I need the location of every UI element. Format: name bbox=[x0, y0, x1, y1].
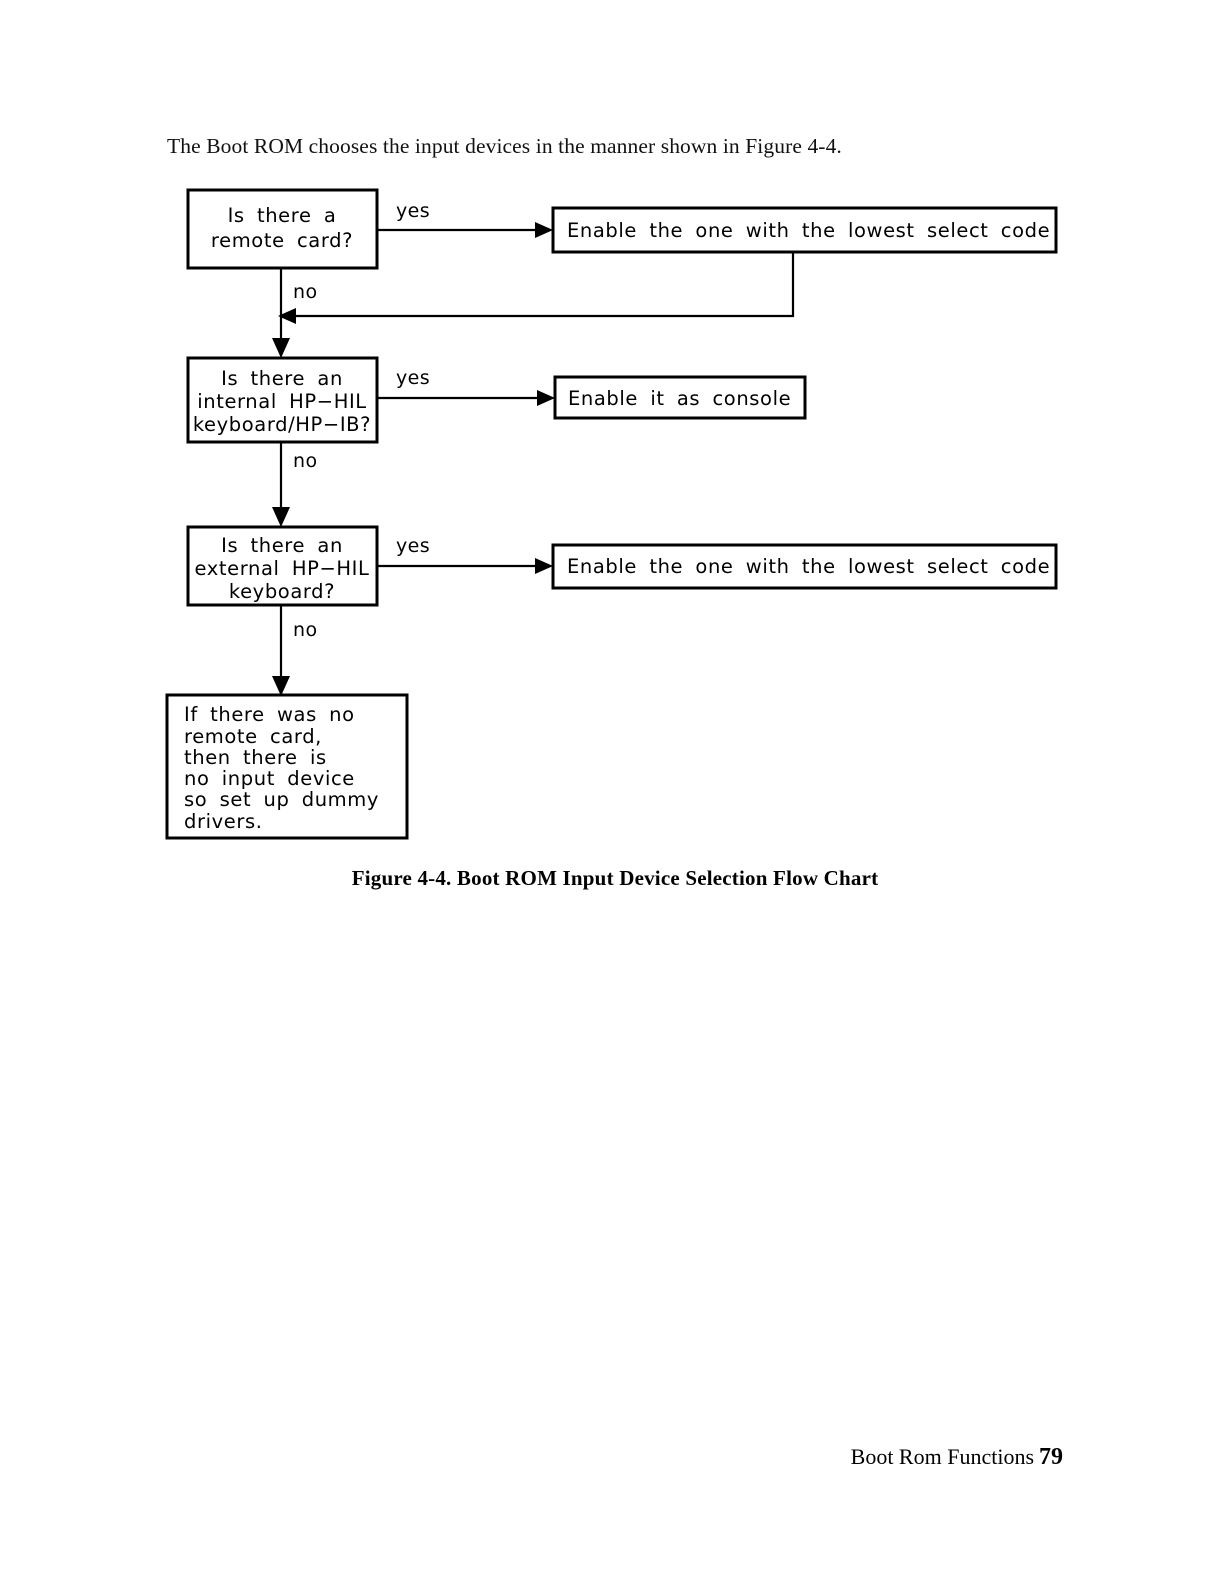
edge-label-yes-3: yes bbox=[396, 535, 430, 557]
action-box-enable-lowest-select-code-1[interactable] bbox=[551, 206, 1058, 254]
terminal-line-5: so set up dummy bbox=[184, 788, 379, 811]
intro-paragraph: The Boot ROM chooses the input devices i… bbox=[167, 133, 842, 158]
edge-label-no-3: no bbox=[293, 619, 317, 641]
flow-chart-svg: Is there a remote card? yes Enable the o… bbox=[165, 188, 1058, 840]
arrowhead-feedback-1 bbox=[278, 308, 296, 324]
decision-box-internal-hp-hil[interactable] bbox=[186, 356, 379, 444]
page-number: 79 bbox=[1039, 1444, 1063, 1470]
terminal-line-3: then there is bbox=[184, 746, 327, 769]
flow-chart-figure: Is there a remote card? yes Enable the o… bbox=[165, 188, 1058, 840]
action-2-text: Enable it as console bbox=[568, 387, 791, 410]
decision-3-line-2: external HP−HIL bbox=[195, 557, 370, 580]
arrowhead-yes-2 bbox=[537, 390, 555, 406]
edge-label-no-1: no bbox=[293, 281, 317, 303]
terminal-line-2: remote card, bbox=[184, 725, 322, 748]
action-box-enable-lowest-select-code-2[interactable] bbox=[551, 543, 1058, 590]
decision-2-line-3: keyboard/HP−IB? bbox=[193, 413, 371, 436]
arrowhead-no-1 bbox=[272, 338, 290, 358]
action-1-text: Enable the one with the lowest select co… bbox=[567, 219, 1050, 242]
edge-feedback-1 bbox=[290, 252, 795, 318]
terminal-line-6: drivers. bbox=[184, 810, 263, 833]
figure-caption: Figure 4-4. Boot ROM Input Device Select… bbox=[351, 866, 879, 890]
decision-box-external-hp-hil[interactable] bbox=[186, 525, 379, 607]
decision-box-remote-card[interactable] bbox=[186, 188, 379, 270]
decision-2-line-1: Is there an bbox=[221, 367, 343, 390]
decision-1-line-1: Is there a bbox=[228, 204, 337, 227]
edge-label-no-2: no bbox=[293, 450, 317, 472]
edge-label-yes-1: yes bbox=[396, 200, 430, 222]
action-box-enable-console[interactable] bbox=[553, 375, 807, 420]
decision-3-line-1: Is there an bbox=[221, 534, 343, 557]
terminal-box-dummy-drivers[interactable] bbox=[165, 693, 409, 840]
arrowhead-no-2 bbox=[272, 507, 290, 527]
decision-3-line-3: keyboard? bbox=[229, 580, 335, 603]
action-3-text: Enable the one with the lowest select co… bbox=[567, 555, 1050, 578]
decision-1-line-2: remote card? bbox=[211, 229, 353, 252]
arrowhead-no-3 bbox=[272, 676, 290, 696]
footer-chapter-title: Boot Rom Functions bbox=[850, 1444, 1034, 1469]
arrowhead-yes-3 bbox=[535, 558, 553, 574]
edge-label-yes-2: yes bbox=[396, 367, 430, 389]
terminal-line-1: If there was no bbox=[184, 703, 355, 726]
arrowhead-yes-1 bbox=[535, 222, 553, 238]
decision-2-line-2: internal HP−HIL bbox=[197, 390, 367, 413]
terminal-line-4: no input device bbox=[184, 767, 355, 790]
